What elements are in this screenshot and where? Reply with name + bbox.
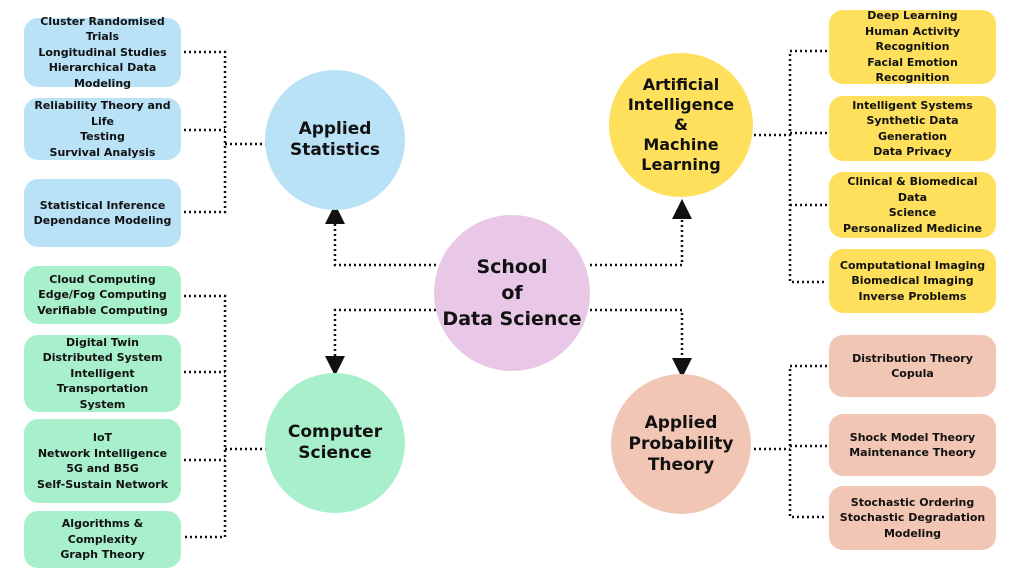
topic-box: Digital Twin Distributed System Intellig… xyxy=(24,335,181,412)
topic-box: Computational Imaging Biomedical Imaging… xyxy=(829,249,996,313)
branch-applied-statistics: Applied Statistics xyxy=(265,70,405,210)
topic-box: Shock Model Theory Maintenance Theory xyxy=(829,414,996,476)
topic-box: Deep Learning Human Activity Recognition… xyxy=(829,9,996,84)
topic-box: Reliability Theory and Life Testing Surv… xyxy=(24,98,181,160)
topic-box: Distribution Theory Copula xyxy=(829,335,996,397)
branch-computer-science: Computer Science xyxy=(265,373,405,513)
topic-box: IoT Network Intelligence 5G and B5G Self… xyxy=(24,419,181,503)
topic-box: Clinical & Biomedical Data Science Perso… xyxy=(829,172,996,238)
center-node-school-of-data-science: School of Data Science xyxy=(434,215,590,371)
branch-applied-probability: Applied Probability Theory xyxy=(611,374,751,514)
topic-box: Intelligent Systems Synthetic Data Gener… xyxy=(829,96,996,161)
branch-ai-ml: Artificial Intelligence & Machine Learni… xyxy=(609,53,753,197)
topic-box: Cloud Computing Edge/Fog Computing Verif… xyxy=(24,266,181,324)
topic-box: Statistical Inference Dependance Modelin… xyxy=(24,179,181,247)
topic-box: Cluster Randomised Trials Longitudinal S… xyxy=(24,15,181,90)
topic-box: Algorithms & Complexity Graph Theory xyxy=(24,511,181,568)
topic-box: Stochastic Ordering Stochastic Degradati… xyxy=(829,486,996,550)
